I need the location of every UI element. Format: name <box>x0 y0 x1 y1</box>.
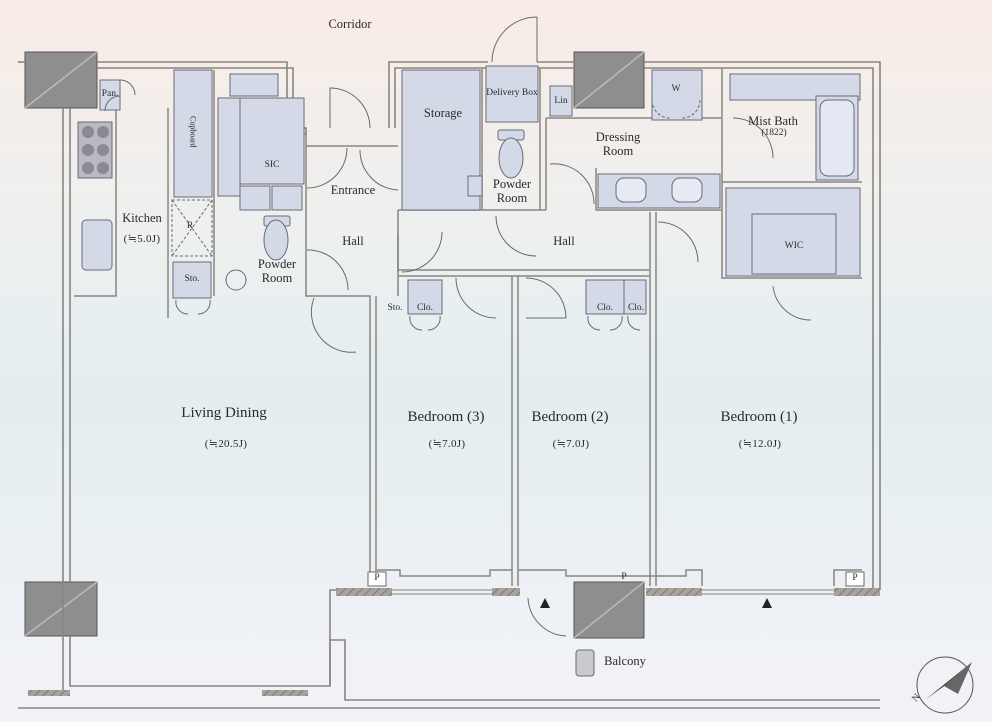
label-powder-room-lower-line2: Room <box>261 271 293 286</box>
exterior-walls <box>18 61 881 709</box>
cooktop <box>82 126 109 174</box>
label-sto-kitchen: Sto. <box>184 274 200 284</box>
label-powder-room-lower-line1: Powder <box>257 257 297 271</box>
label-powder-room-upper-line1: Powder <box>492 177 532 191</box>
label-mist-bath-size: (1822) <box>761 128 787 138</box>
label-refrigerator: R <box>186 221 194 231</box>
label-p-left: P <box>374 573 380 583</box>
label-cupboard: Cupboard <box>188 116 198 148</box>
label-powder-room-lower: Powder Room <box>258 257 296 286</box>
label-sic: SIC <box>264 160 280 170</box>
label-powder-room-upper-line2: Room <box>496 191 528 206</box>
label-living-dining-area: (≒20.5J) <box>204 438 248 450</box>
label-kitchen-area: (≒5.0J) <box>123 233 161 245</box>
label-balcony: Balcony <box>604 654 646 668</box>
label-w: W <box>671 84 681 94</box>
label-bedroom3-area: (≒7.0J) <box>428 438 466 450</box>
fixtures <box>77 65 861 677</box>
label-mist-bath: Mist Bath <box>748 114 798 128</box>
label-lin: Lin <box>554 96 568 106</box>
label-bedroom1: Bedroom (1) <box>720 409 798 425</box>
label-bedroom1-area: (≒12.0J) <box>738 438 782 450</box>
label-bedroom3: Bedroom (3) <box>407 409 485 425</box>
label-powder-room-upper: Powder Room <box>493 177 531 206</box>
label-hall-left: Hall <box>342 234 364 248</box>
label-dressing-room: Dressing Room <box>596 130 640 159</box>
label-bedroom2-area: (≒7.0J) <box>552 438 590 450</box>
label-p-center: P <box>621 572 627 582</box>
window-band <box>28 588 880 696</box>
label-hall-center: Hall <box>553 234 575 248</box>
compass-icon <box>916 656 974 714</box>
label-delivery-box: Delivery Box <box>486 88 538 98</box>
pipe-spaces <box>367 571 865 587</box>
label-living-dining: Living Dining <box>181 405 267 421</box>
label-bedroom2: Bedroom (2) <box>531 409 609 425</box>
label-corridor: Corridor <box>328 17 372 31</box>
structural-columns <box>24 51 645 639</box>
label-dressing-room-line2: Room <box>602 144 634 159</box>
label-p-right: P <box>852 573 858 583</box>
label-clo-bed3: Clo. <box>416 303 434 313</box>
label-wic: WIC <box>784 241 804 251</box>
label-sto-bed3: Sto. <box>387 303 403 313</box>
label-kitchen: Kitchen <box>122 211 162 225</box>
label-dressing-room-line1: Dressing <box>595 130 641 144</box>
label-storage: Storage <box>423 106 463 120</box>
label-clo-bed2-a: Clo. <box>596 303 614 313</box>
doors <box>104 16 812 637</box>
label-clo-bed2-b: Clo. <box>627 303 645 313</box>
label-entrance: Entrance <box>330 183 376 197</box>
label-pan: Pan. <box>101 89 119 99</box>
entry-markers <box>540 598 772 608</box>
